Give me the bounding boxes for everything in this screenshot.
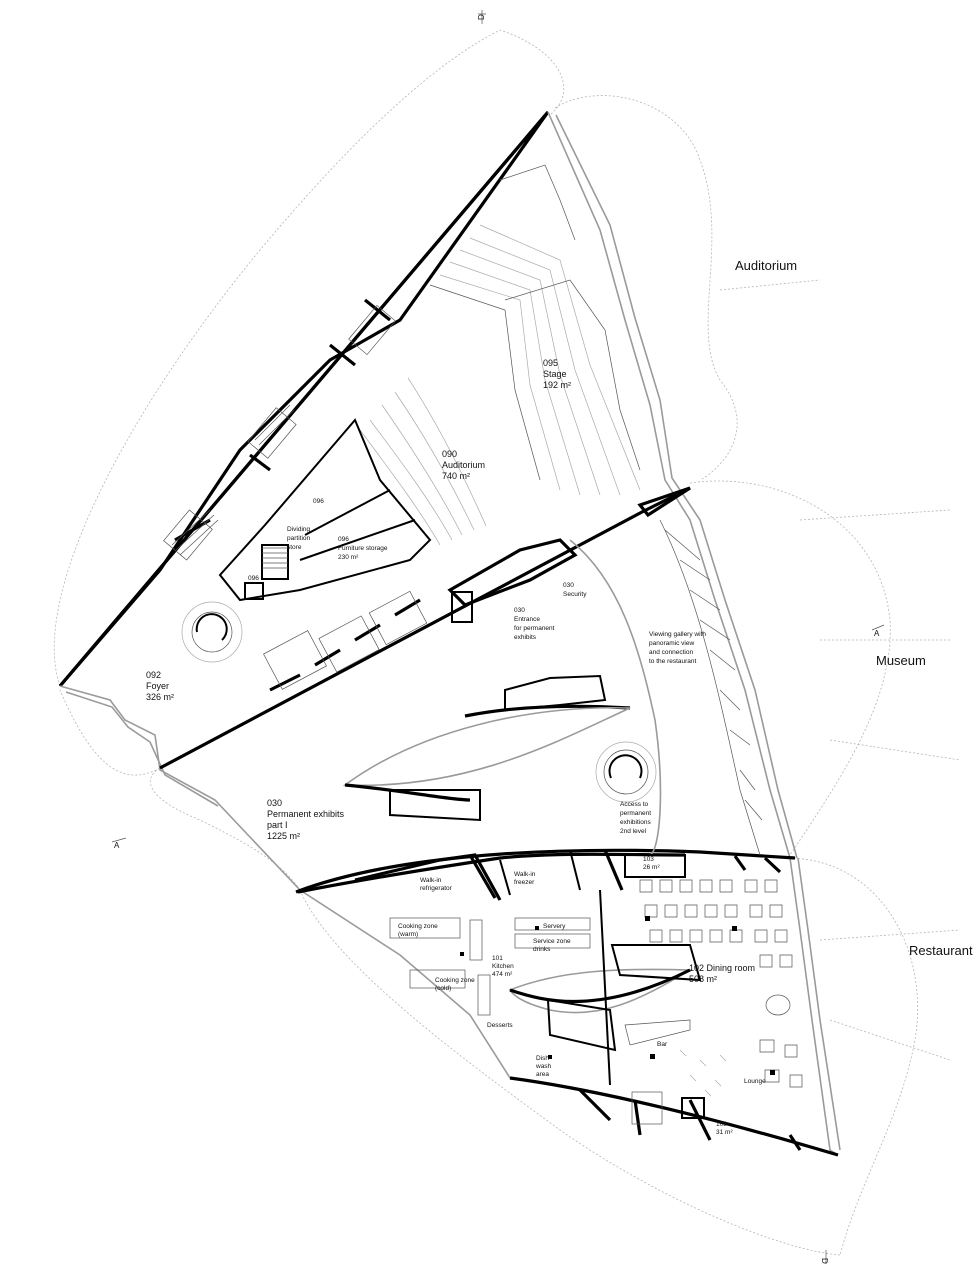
section-d-bottom-text: D [820, 1258, 829, 1264]
exhibits-area: 1225 m² [267, 831, 300, 841]
entrance-line2: for permanent [514, 625, 555, 632]
access-line3: exhibitions [620, 819, 651, 826]
access-line2: permanent [620, 810, 651, 817]
access-line1: Access to [620, 801, 649, 808]
entrance-number: 030 [514, 607, 525, 614]
viewing-gallery [569, 486, 763, 856]
kitchen-area: 474 m² [492, 971, 513, 978]
access-line4: 2nd level [620, 828, 647, 835]
kitchen-counters [389, 917, 591, 1059]
section-marker-a-right: A [871, 624, 885, 638]
store-line3: store [287, 544, 302, 551]
entrance-line3: exhibits [514, 634, 537, 641]
section-d-top-text: D [477, 14, 486, 20]
access-spiral-stair [595, 741, 657, 803]
exhibit-voids [342, 674, 702, 1052]
exterior-walls [58, 110, 841, 1157]
foyer-area: 326 m² [146, 692, 174, 702]
freezer-line2: freezer [514, 879, 535, 886]
small-store-number: 096 [248, 575, 259, 582]
store-number: 096 [313, 498, 324, 505]
auditorium-number: 090 [442, 449, 457, 459]
service-core [354, 849, 782, 1086]
exhibits-line2: part I [267, 820, 288, 830]
foyer-spiral-stair [181, 601, 243, 663]
entrance-line1: Entrance [514, 616, 540, 623]
refrigerator-line2: refrigerator [420, 885, 453, 892]
furniture-name: Furniture storage [338, 545, 388, 552]
entrance-stairs [263, 538, 578, 692]
cooking-cold-line2: (cold) [435, 985, 451, 992]
dining-area: 508 m² [689, 974, 717, 984]
cooking-warm-line1: Cooking zone [398, 923, 438, 930]
service-zone-line2: drinks [533, 946, 551, 953]
gallery-line1: Viewing gallery with [649, 631, 706, 638]
service-zone-line1: Service zone [533, 938, 571, 945]
bar-label: Bar [657, 1041, 668, 1048]
stage-name: Stage [543, 369, 567, 379]
store-line1: Dividing [287, 526, 311, 533]
cooking-warm-line2: (warm) [398, 931, 418, 938]
cooking-cold-line1: Cooking zone [435, 977, 475, 984]
storage-rooms [218, 418, 432, 602]
section-a-right-text: A [874, 629, 880, 638]
bottom-core [578, 1088, 802, 1151]
desserts-label: Desserts [487, 1022, 513, 1029]
exhibits-number: 030 [267, 798, 282, 808]
foyer-number: 092 [146, 670, 161, 680]
lounge-label: Lounge [744, 1078, 766, 1085]
kitchen-number: 101 [492, 955, 503, 962]
canopy-outlines [53, 29, 961, 1256]
section-marker-a-left: A [111, 837, 127, 850]
section-a-left-text: A [114, 841, 120, 850]
auditorium-seating [359, 164, 641, 546]
dishwash-line3: area [536, 1071, 549, 1078]
dishwash-line1: Dish [536, 1055, 549, 1062]
room103a-number: 103 [643, 856, 654, 863]
section-marker-d-bottom: D [820, 1250, 829, 1264]
refrigerator-line1: Walk-in [420, 877, 442, 884]
dining-name: 102 Dining room [689, 963, 755, 973]
security-number: 030 [563, 582, 574, 589]
servery-label: Servery [543, 923, 566, 930]
room103a-area: 26 m² [643, 864, 660, 871]
dishwash-line2: wash [535, 1063, 552, 1070]
gallery-line3: and connection [649, 649, 693, 656]
auditorium-name: Auditorium [442, 460, 485, 470]
stage-number: 095 [543, 358, 558, 368]
gallery-line4: to the restaurant [649, 658, 697, 665]
kitchen-name: Kitchen [492, 963, 514, 970]
section-marker-d-top: D [477, 10, 486, 24]
auditorium-area: 740 m² [442, 471, 470, 481]
room103b-number: 103 [716, 1121, 727, 1128]
restaurant-wing-label: Restaurant [909, 943, 973, 958]
store-line2: partition [287, 535, 311, 542]
exhibits-line1: Permanent exhibits [267, 809, 345, 819]
dining-tables [624, 879, 803, 1097]
stage-area: 192 m² [543, 380, 571, 390]
gallery-line2: panoramic view [649, 640, 694, 647]
freezer-line1: Walk-in [514, 871, 536, 878]
museum-wing-label: Museum [876, 653, 926, 668]
furniture-area: 230 m² [338, 554, 359, 561]
room103b-area: 31 m² [716, 1129, 733, 1136]
foyer-name: Foyer [146, 681, 169, 691]
security-name: Security [563, 591, 587, 598]
auditorium-wing-label: Auditorium [735, 258, 797, 273]
furniture-number: 096 [338, 536, 349, 543]
west-wall-stairs [163, 298, 396, 561]
